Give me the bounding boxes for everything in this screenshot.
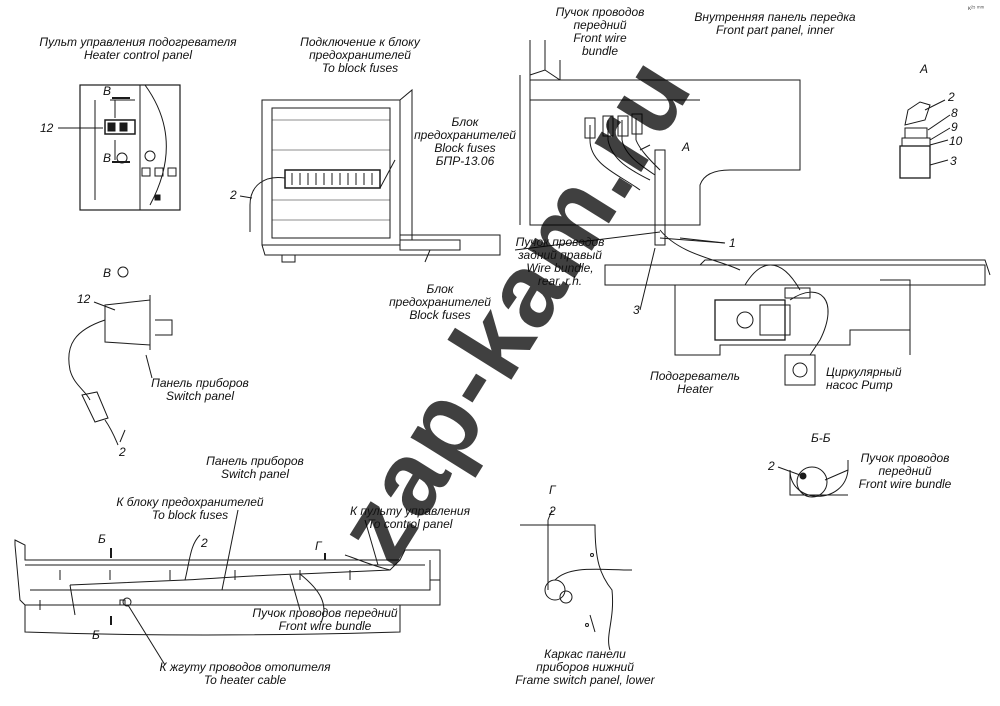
- view-bb-drawing: [777, 460, 849, 498]
- callout-12-a: 12: [40, 121, 54, 135]
- front-panel-drawing: [514, 40, 991, 386]
- cut-b-mark-1: Б: [98, 532, 106, 546]
- view-a-drawing: [899, 99, 951, 179]
- fuse-block-drawing: [239, 88, 501, 263]
- callout-2-fuses: 2: [230, 188, 237, 202]
- callout-12-b: 12: [77, 292, 91, 306]
- view-v-mark-1: В: [103, 84, 112, 98]
- callout-8: 8: [951, 106, 958, 120]
- callout-2-view-a: 2: [948, 90, 955, 104]
- callout-3-main: 3: [633, 303, 640, 317]
- callout-2-cable: 2: [119, 445, 126, 459]
- callout-2-bottom: 2: [201, 536, 208, 550]
- corner-code: κ²⁵ ᵐᵐ: [968, 6, 985, 12]
- switch-panel-bottom-drawing: [14, 509, 441, 666]
- cut-g-mark: Г: [315, 539, 322, 553]
- view-v-title: В: [103, 266, 112, 280]
- callout-2-g: 2: [549, 504, 556, 518]
- view-g-title: Г: [549, 483, 556, 497]
- view-g-drawing: [520, 509, 633, 651]
- callout-9: 9: [951, 120, 958, 134]
- view-a-mark: А: [682, 140, 691, 154]
- callout-10: 10: [949, 134, 963, 148]
- heater-control-panel-drawing: [58, 84, 181, 211]
- cut-b-mark-2: Б: [92, 628, 100, 642]
- view-v-mark-2: В: [103, 151, 112, 165]
- view-a-title: А: [920, 62, 929, 76]
- callout-2-bb: 2: [768, 459, 775, 473]
- view-v-drawing: [68, 266, 173, 446]
- callout-3-view-a: 3: [950, 154, 957, 168]
- callout-1: 1: [729, 236, 736, 250]
- view-bb-title: Б-Б: [811, 431, 831, 445]
